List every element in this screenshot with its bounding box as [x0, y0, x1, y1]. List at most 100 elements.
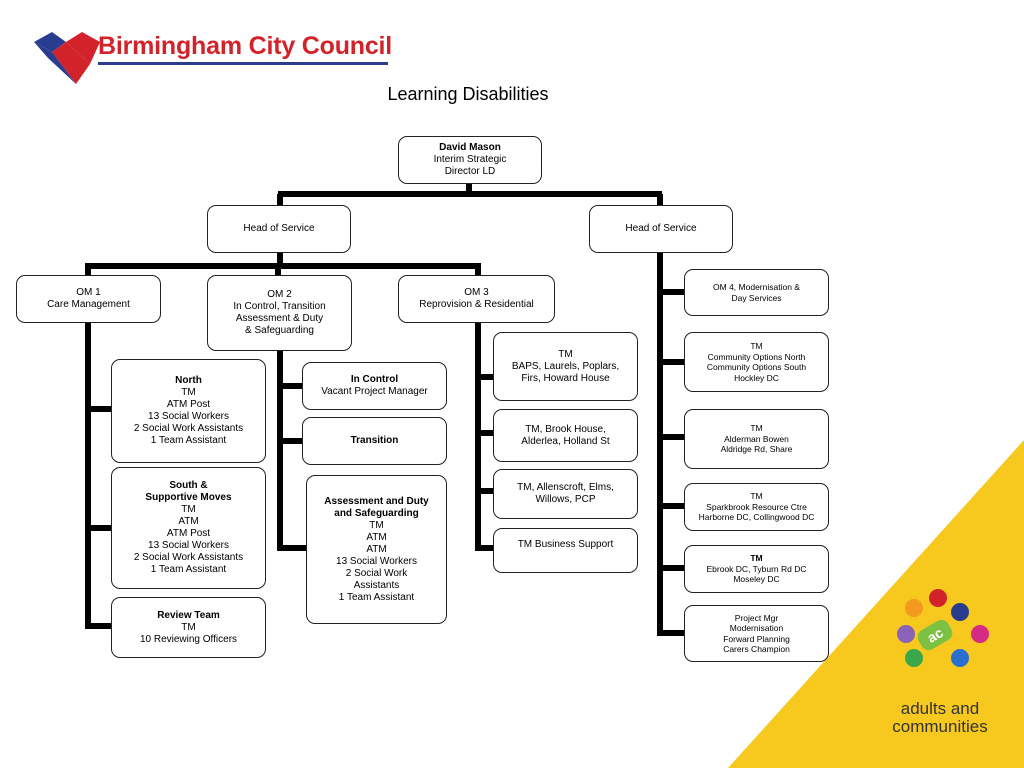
- om3-tm-line: Firs, Howard House: [521, 372, 610, 384]
- right-tm-alderman-box: TM Alderman Bowen Aldridge Rd, Share: [684, 409, 829, 469]
- director-line: Director LD: [444, 166, 496, 177]
- wordmark-line: communities: [892, 717, 988, 736]
- review-team-line: TM: [181, 621, 196, 633]
- assessment-duty-line: 1 Team Assistant: [338, 591, 415, 603]
- north-team-line: TM: [181, 387, 196, 398]
- adults-communities-wordmark: adults and communities: [880, 700, 1000, 736]
- review-team-line: 10 Reviewing Officers: [139, 633, 238, 645]
- right-tm-line: Alderman Bowen: [724, 433, 789, 444]
- south-team-line: ATM Post: [166, 528, 211, 539]
- right-tm-ebrook-box: TM Ebrook DC, Tyburn Rd DC Moseley DC: [684, 545, 829, 593]
- north-team-title: North: [175, 375, 202, 386]
- right-tm-line: Aldridge Rd, Share: [720, 444, 793, 455]
- om2-line: In Control, Transition: [233, 301, 326, 312]
- om3-line: OM 3: [464, 287, 489, 298]
- head-of-service-left-box: Head of Service: [207, 205, 351, 253]
- in-control-title: In Control: [350, 374, 399, 385]
- ac-badge-text: ac: [924, 624, 946, 646]
- assessment-duty-title: and Safeguarding: [334, 507, 419, 519]
- right-tm-line: Ebrook DC, Tyburn Rd DC: [706, 563, 807, 574]
- om1-box: OM 1 Care Management: [16, 275, 161, 323]
- assessment-duty-line: 13 Social Workers: [336, 555, 417, 567]
- assessment-duty-line: TM: [369, 519, 384, 531]
- om2-box: OM 2 In Control, Transition Assessment &…: [207, 275, 352, 351]
- north-team-line: 1 Team Assistant: [150, 435, 227, 446]
- right-tm-line: TM: [750, 491, 763, 502]
- south-team-title: Supportive Moves: [145, 492, 232, 503]
- north-team-line: 2 Social Work Assistants: [133, 423, 244, 434]
- council-underline: [98, 62, 388, 65]
- right-tm-line: Community Options South: [706, 362, 807, 372]
- council-logo-icon: [34, 32, 100, 84]
- south-team-title: South &: [169, 480, 208, 491]
- om4-line: OM 4, Modernisation &: [713, 282, 800, 292]
- assessment-duty-line: Assistants: [353, 579, 400, 591]
- in-control-line: Vacant Project Manager: [321, 386, 428, 397]
- south-team-line: 1 Team Assistant: [150, 564, 227, 575]
- right-tm-line: TM: [750, 341, 763, 351]
- north-team-line: 13 Social Workers: [148, 411, 229, 422]
- review-team-title: Review Team: [157, 609, 220, 621]
- om3-tm-line: TM Business Support: [517, 539, 614, 550]
- om2-line: Assessment & Duty: [235, 313, 324, 324]
- right-tm-title: TM: [750, 553, 763, 564]
- right-tm-line: TM: [750, 423, 763, 434]
- project-manager-line: Modernisation: [729, 623, 784, 633]
- transition-title: Transition: [350, 435, 399, 446]
- council-name: Birmingham City Council: [98, 32, 393, 60]
- head-of-service-label: Head of Service: [625, 223, 697, 234]
- om3-line: Reprovision & Residential: [419, 299, 534, 310]
- right-tm-line: Community Options North: [707, 351, 806, 362]
- review-team-box: Review Team TM 10 Reviewing Officers: [111, 597, 266, 658]
- assessment-duty-line: ATM: [366, 543, 387, 555]
- right-tm-line: Harborne DC, Collingwood DC: [698, 512, 815, 523]
- om3-tm-business-support-box: TM Business Support: [493, 528, 638, 573]
- page-title: Learning Disabilities: [387, 84, 549, 104]
- om1-line: Care Management: [47, 299, 130, 310]
- director-box: David Mason Interim Strategic Director L…: [398, 136, 542, 184]
- south-team-line: TM: [181, 504, 196, 515]
- project-manager-box: Project Mgr Modernisation Forward Planni…: [684, 605, 829, 662]
- south-team-line: 13 Social Workers: [148, 540, 229, 551]
- south-team-box: South & Supportive Moves TM ATM ATM Post…: [111, 467, 266, 589]
- assessment-duty-box: Assessment and Duty and Safeguarding TM …: [306, 475, 447, 624]
- right-tm-line: Hockley DC: [734, 372, 779, 383]
- right-tm-line: Moseley DC: [733, 574, 780, 585]
- om3-tm-line: Willows, PCP: [535, 494, 596, 505]
- om3-tm-line: TM, Brook House,: [525, 423, 606, 435]
- om3-tm-allenscroft-box: TM, Allenscroft, Elms, Willows, PCP: [493, 469, 638, 519]
- in-control-box: In Control Vacant Project Manager: [302, 362, 447, 410]
- om3-tm-line: TM: [558, 348, 573, 360]
- project-manager-line: Project Mgr: [734, 612, 779, 623]
- om3-tm-line: TM, Allenscroft, Elms,: [517, 482, 614, 493]
- north-team-line: ATM Post: [166, 399, 211, 410]
- om1-line: OM 1: [76, 287, 101, 298]
- right-tm-sparkbrook-box: TM Sparkbrook Resource Ctre Harborne DC,…: [684, 483, 829, 531]
- om4-line: Day Services: [731, 292, 782, 303]
- head-of-service-right-box: Head of Service: [589, 205, 733, 253]
- om2-line: OM 2: [267, 289, 292, 300]
- south-team-line: ATM: [178, 516, 199, 527]
- project-manager-line: Carers Champion: [723, 644, 790, 654]
- right-tm-community-box: TM Community Options North Community Opt…: [684, 332, 829, 392]
- wordmark-line: adults and: [900, 699, 980, 718]
- om3-tm-line: BAPS, Laurels, Poplars,: [511, 360, 620, 372]
- director-line: Interim Strategic: [433, 154, 507, 165]
- transition-box: Transition: [302, 417, 447, 465]
- om3-tm-brook-box: TM, Brook House, Alderlea, Holland St: [493, 409, 638, 462]
- om3-tm-line: Alderlea, Holland St: [521, 435, 610, 447]
- om3-tm-baps-box: TM BAPS, Laurels, Poplars, Firs, Howard …: [493, 332, 638, 401]
- north-team-box: North TM ATM Post 13 Social Workers 2 So…: [111, 359, 266, 463]
- om3-box: OM 3 Reprovision & Residential: [398, 275, 555, 323]
- om4-box: OM 4, Modernisation & Day Services: [684, 269, 829, 316]
- south-team-line: 2 Social Work Assistants: [133, 552, 244, 563]
- head-of-service-label: Head of Service: [243, 223, 315, 234]
- right-tm-line: Sparkbrook Resource Ctre: [706, 501, 807, 512]
- assessment-duty-title: Assessment and Duty: [324, 495, 429, 507]
- adults-communities-logo-icon: ac: [897, 589, 989, 683]
- assessment-duty-line: 2 Social Work: [345, 567, 408, 579]
- director-name: David Mason: [439, 142, 501, 153]
- assessment-duty-line: ATM: [366, 531, 387, 543]
